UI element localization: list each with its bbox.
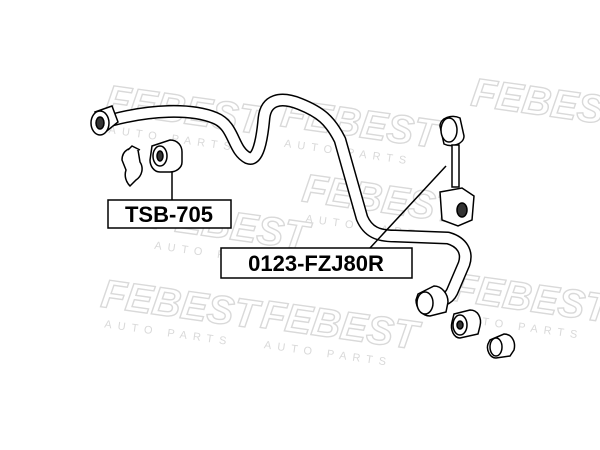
right-bushing-2: [486, 333, 516, 359]
bar-end-left: [90, 105, 119, 136]
stabilizer-bar: [105, 93, 472, 308]
label-tsb705-text: TSB-705: [125, 202, 213, 227]
watermark-logo-6: FEBEST AUTO PARTS: [98, 271, 265, 348]
watermark-logo-3: FEBEST: [468, 70, 600, 137]
label-0123fzj80r-text: 0123-FZJ80R: [248, 251, 384, 276]
label-tsb705: TSB-705: [107, 199, 232, 229]
stabilizer-bushing-tsb705: [149, 139, 183, 173]
label-0123fzj80r: 0123-FZJ80R: [220, 247, 413, 279]
bracket-clamp: [121, 145, 143, 188]
watermark-logo-7: FEBEST AUTO PARTS: [258, 292, 425, 369]
right-bushing-1: [450, 309, 482, 339]
svg-text:FEBEST: FEBEST: [469, 71, 600, 137]
stabilizer-link-0123fzj80r: [439, 115, 475, 227]
bar-end-right-bushing: [415, 285, 449, 317]
label-0123fzj80r-box: [220, 247, 413, 279]
leader-line-link: [369, 165, 447, 249]
label-tsb705-box: [107, 199, 232, 229]
